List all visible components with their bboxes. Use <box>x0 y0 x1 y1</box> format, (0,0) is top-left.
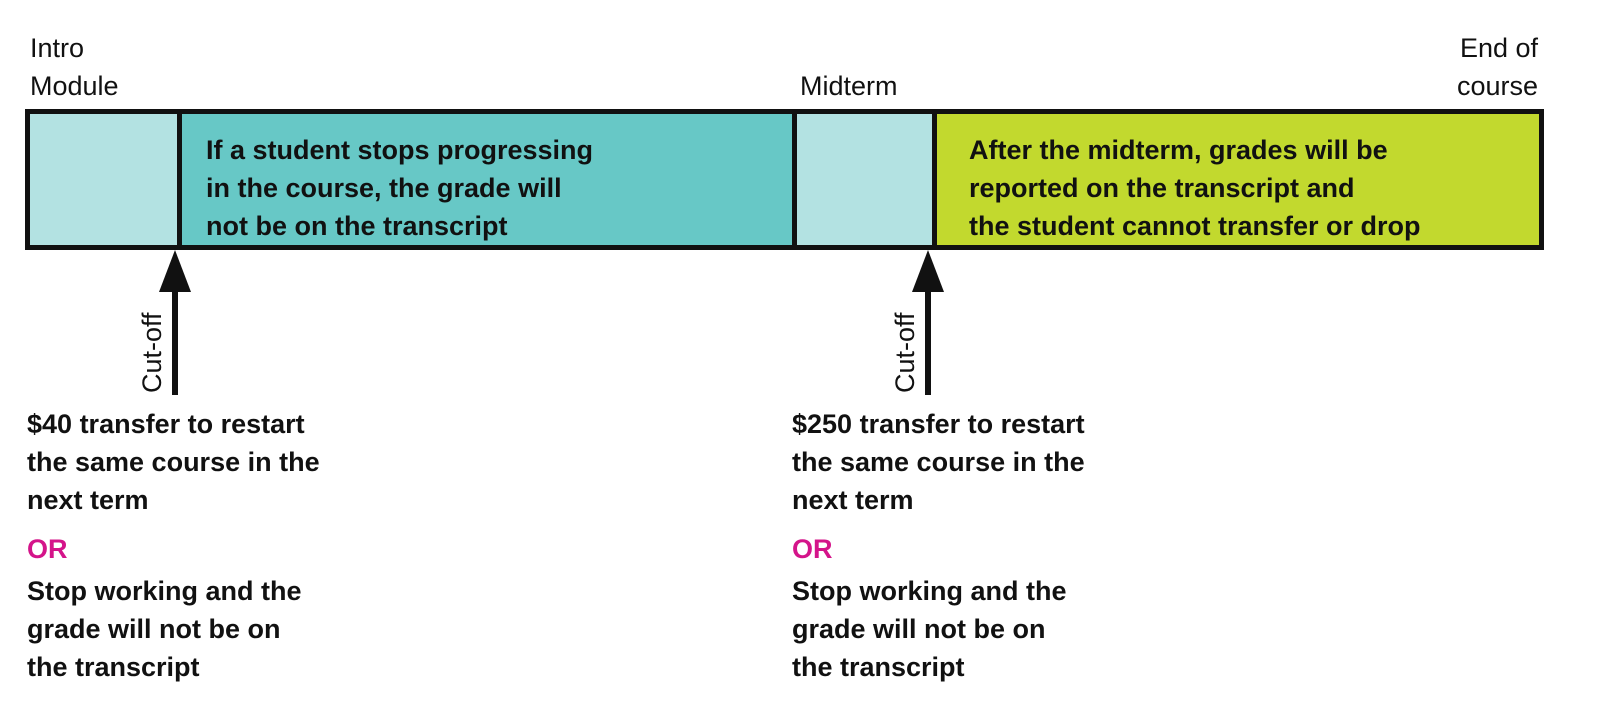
cutoff-arrow-1 <box>159 250 191 395</box>
stop-option-2: Stop working and the grade will not be o… <box>792 576 1067 682</box>
transfer-text-2: transfer to restart the same course in t… <box>792 409 1085 515</box>
end-of-course-label: End of course <box>1456 33 1538 101</box>
post-midterm-text: After the midterm, grades will be report… <box>969 135 1421 241</box>
midterm-label: Midterm <box>800 71 898 101</box>
pre-midterm-segment: If a student stops progressing in the co… <box>177 114 792 245</box>
transfer-option-2: $250 transfer to restart the same course… <box>792 405 1212 519</box>
cutoff-arrow-2 <box>912 250 944 395</box>
transfer-text-1: transfer to restart the same course in t… <box>27 409 320 515</box>
intro-module-segment <box>30 114 177 245</box>
transfer-option-1: $40 transfer to restart the same course … <box>27 405 447 519</box>
pre-midterm-text: If a student stops progressing in the co… <box>206 135 594 241</box>
cutoff-label-1: Cut-off <box>137 312 167 393</box>
cutoff-options-1: $40 transfer to restart the same course … <box>27 405 447 686</box>
or-label-1: OR <box>27 534 68 564</box>
cutoff-label-2: Cut-off <box>890 312 920 393</box>
stop-option-1: Stop working and the grade will not be o… <box>27 576 302 682</box>
course-timeline: If a student stops progressing in the co… <box>25 109 1544 250</box>
midterm-segment <box>792 114 932 245</box>
intro-module-label: Intro Module <box>30 33 119 101</box>
post-midterm-segment: After the midterm, grades will be report… <box>932 114 1539 245</box>
or-label-2: OR <box>792 534 833 564</box>
transfer-price-2: $250 <box>792 409 853 439</box>
cutoff-options-2: $250 transfer to restart the same course… <box>792 405 1212 686</box>
transfer-price-1: $40 <box>27 409 73 439</box>
